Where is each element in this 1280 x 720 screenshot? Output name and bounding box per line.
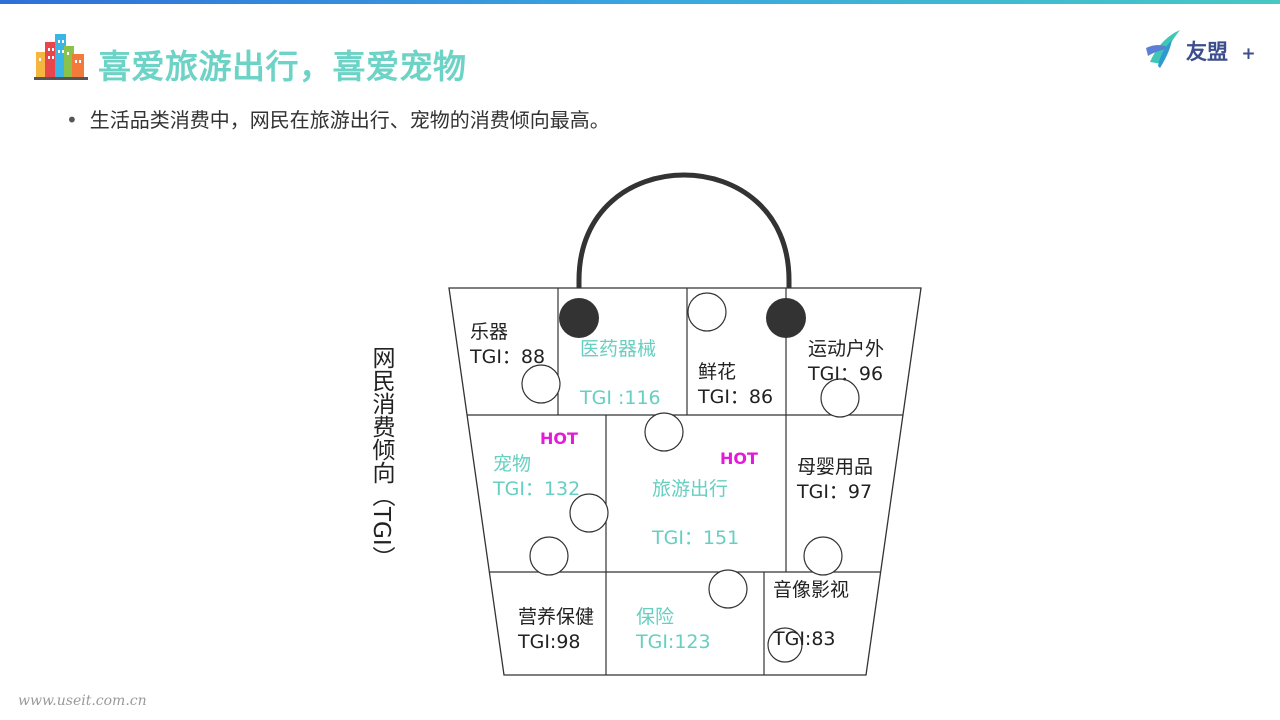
bullet-point: • 生活品类消费中，网民在旅游出行、宠物的消费倾向最高。	[66, 104, 610, 133]
cell-name: 乐器	[470, 321, 509, 343]
cell-name: 医药器械	[580, 338, 657, 360]
bullet-text: 生活品类消费中，网民在旅游出行、宠物的消费倾向最高。	[89, 108, 610, 132]
cell-pets: 宠物 TGI：132	[493, 452, 580, 502]
cell-tgi: TGI：151	[652, 527, 740, 549]
cell-tgi: TGI :116	[580, 387, 661, 409]
vertical-axis-label: 网民消费倾向（TGI）	[368, 346, 394, 569]
cell-flowers: 鲜花 TGI：86	[698, 360, 773, 410]
umeng-logo-icon	[1146, 30, 1180, 68]
cell-name: 保险	[636, 606, 675, 628]
bag-handle	[576, 172, 792, 318]
hot-badge-travel: HOT	[720, 449, 758, 468]
cell-name: 营养保健	[518, 606, 595, 628]
hot-badge-pets: HOT	[540, 429, 578, 448]
cell-tgi: TGI：86	[698, 386, 774, 408]
city-buildings-icon	[34, 34, 88, 80]
cell-tgi: TGI:123	[636, 631, 711, 653]
cell-instruments: 乐器 TGI：88	[470, 320, 545, 370]
cell-tgi: TGI：88	[470, 346, 546, 368]
logo-name: 友盟	[1186, 40, 1228, 64]
cell-name: 鲜花	[698, 361, 737, 383]
cell-tgi: TGI：132	[493, 478, 581, 500]
cell-tgi: TGI:83	[773, 628, 836, 650]
cell-name: 运动户外	[808, 338, 885, 360]
watermark-text: www.useit.com.cn	[18, 693, 147, 709]
cell-insurance: 保险 TGI:123	[636, 605, 711, 655]
bag-outline	[448, 287, 922, 676]
handle-anchor-left	[559, 298, 599, 338]
cell-name: 宠物	[493, 453, 532, 475]
logo-plus: +	[1241, 44, 1256, 64]
slide-title: 喜爱旅游出行，喜爱宠物	[98, 47, 467, 86]
cell-tgi: TGI：96	[808, 363, 884, 385]
cell-sports-outdoor: 运动户外 TGI：96	[808, 337, 884, 387]
cell-maternal-baby: 母婴用品 TGI：97	[797, 455, 873, 505]
cell-tgi: TGI:98	[518, 631, 581, 653]
cell-medical-devices: 医药器械 TGI :116	[580, 337, 661, 411]
cell-name: 母婴用品	[797, 456, 874, 478]
bullet-dot: •	[66, 108, 78, 132]
cell-audio-video: 音像影视 TGI:83	[773, 578, 849, 652]
handle-anchor-right	[766, 298, 806, 338]
cell-name: 旅游出行	[652, 478, 729, 500]
cell-nutrition-health: 营养保健 TGI:98	[518, 605, 594, 655]
top-accent-bar	[0, 0, 1280, 4]
umeng-logo-text: 友盟 +	[1186, 36, 1256, 66]
cell-tgi: TGI：97	[797, 481, 873, 503]
cell-travel: 旅游出行 TGI：151	[652, 477, 739, 551]
cell-name: 音像影视	[773, 579, 850, 601]
